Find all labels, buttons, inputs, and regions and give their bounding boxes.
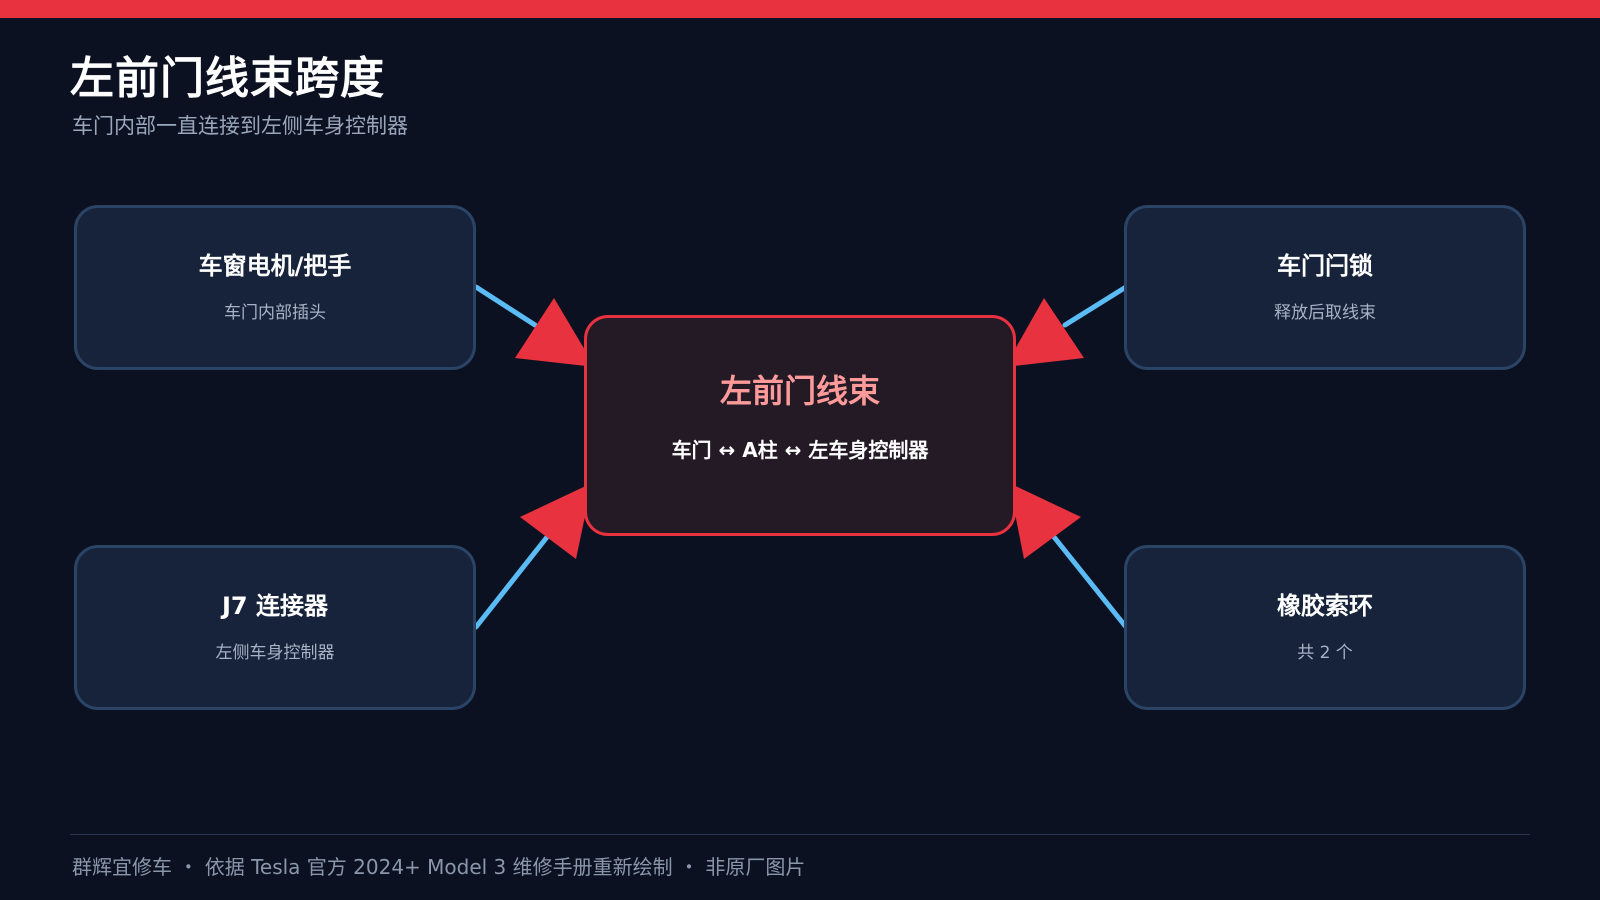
center-node-subtitle: 车门 ↔ A柱 ↔ 左车身控制器 — [671, 438, 929, 462]
node-subtitle: 车门内部插头 — [224, 303, 326, 323]
footer-credit: 群辉宜修车 ・ 依据 Tesla 官方 2024+ Model 3 维修手册重新… — [72, 855, 806, 879]
node-subtitle: 左侧车身控制器 — [215, 643, 335, 663]
node-title: 车门闩锁 — [1277, 252, 1373, 280]
link-line-window-motor — [473, 284, 538, 328]
node-title: J7 连接器 — [222, 592, 328, 620]
node-subtitle: 释放后取线束 — [1274, 303, 1376, 323]
center-node-harness: 左前门线束 车门 ↔ A柱 ↔ 左车身控制器 — [584, 315, 1016, 536]
link-line-j7-connector — [473, 529, 554, 630]
node-title: 橡胶索环 — [1277, 592, 1373, 620]
node-door-latch: 车门闩锁 释放后取线束 — [1124, 205, 1526, 370]
node-subtitle: 共 2 个 — [1297, 643, 1353, 663]
link-line-grommet — [1047, 529, 1129, 630]
arrow-head-window-motor — [515, 298, 595, 367]
node-title: 车窗电机/把手 — [198, 252, 352, 280]
arrow-head-j7-connector — [520, 483, 592, 559]
node-j7-connector: J7 连接器 左侧车身控制器 — [74, 545, 476, 710]
top-accent-bar — [0, 0, 1600, 18]
arrow-head-grommet — [1009, 483, 1081, 559]
page-subtitle: 车门内部一直连接到左侧车身控制器 — [72, 114, 408, 138]
node-rubber-grommet: 橡胶索环 共 2 个 — [1124, 545, 1526, 710]
arrow-head-door-latch — [1005, 298, 1084, 367]
node-window-motor-handle: 车窗电机/把手 车门内部插头 — [74, 205, 476, 370]
footer-divider — [70, 834, 1530, 835]
page-title: 左前门线束跨度 — [70, 53, 385, 104]
link-line-door-latch — [1062, 284, 1129, 328]
center-node-title: 左前门线束 — [719, 372, 880, 410]
